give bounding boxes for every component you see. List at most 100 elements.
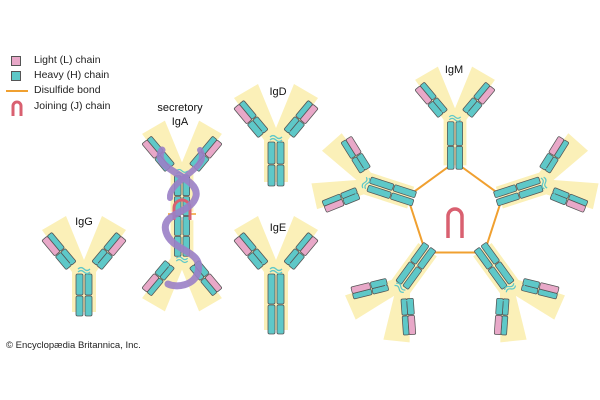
igm-monomer-1-left-light-vl [415, 85, 432, 105]
igd-right-light-vl [300, 104, 319, 124]
ige-left-light-vl [233, 236, 252, 256]
igm-monomer-4-fc-right-lower [410, 242, 429, 265]
igm-monomer-2-left-arm-group [539, 136, 569, 174]
iga-label-line1: secretory [157, 102, 203, 114]
igm-monomer-2-hinge-1 [540, 177, 545, 190]
igd-fc-left-lower [267, 164, 276, 187]
igg-fc-right-lower [84, 295, 93, 317]
igm-monomer-4-hinge-2 [394, 284, 404, 293]
igg-right-light-vl [108, 236, 127, 256]
igg-left-fab-arm [41, 232, 76, 270]
igg-left-arm-group [41, 232, 76, 270]
iga-label-line2: IgA [171, 116, 189, 128]
igm-monomer-2-right-light-cl [549, 192, 568, 205]
ige-right-light-cl [288, 252, 305, 270]
igm-monomer-2-hinge-2 [543, 176, 548, 189]
igm-monomer-1-hinge-2 [448, 114, 462, 119]
igm-monomer-4-left-light-cl [406, 297, 415, 316]
igm-monomer-1 [415, 66, 495, 170]
iga-top-right-light-vl [205, 139, 222, 159]
ige-right-light-vl [300, 236, 319, 256]
ige-left-lh-link [259, 261, 265, 267]
igd-hinge-2 [269, 134, 283, 140]
igm-monomer-5-left-fab-arm [322, 187, 361, 213]
igg-shadow [42, 216, 126, 312]
igg-right-lh-link [95, 261, 101, 267]
igm-monomer-1-left-light-cl [427, 101, 443, 118]
igm-monomer-5-right-lh-link [361, 166, 367, 171]
igm-monomer-3-right-arm-group [493, 297, 510, 336]
igm-monomer-3-shadow [473, 242, 565, 343]
igm-monomer-5 [311, 133, 417, 213]
ige-fc-left-lower [267, 304, 276, 335]
igd-shadow [234, 84, 318, 182]
ige-fc-right-lower [276, 304, 285, 335]
igm-monomer-3-hinge-2 [505, 285, 517, 293]
igm-monomer-2-right-lh-link [552, 190, 556, 197]
igd-right-light-cl [288, 120, 305, 138]
igm-monomer-3-right-light-cl [495, 297, 504, 316]
ige-shadow [234, 216, 318, 330]
igm-monomer-3-left-light-vl [539, 282, 560, 294]
ige [233, 216, 319, 335]
igm-monomer-4-fc-right-upper [395, 261, 415, 285]
igm-monomer-2-right-fab-arm [549, 187, 588, 213]
igd-left-arm-group [233, 100, 268, 138]
igm-monomer-5-hinge-2 [361, 176, 368, 189]
igm-monomer-3-right-light-vl [493, 315, 503, 336]
igm-monomer-2-right-light-vl [565, 199, 586, 213]
igg-left-light-vl [41, 236, 60, 256]
igm-monomer-1-fc-left-lower [447, 146, 455, 170]
igm-monomer-4-fc-left-upper [402, 266, 422, 290]
iga-bottom [142, 216, 222, 312]
igd-fc-right-lower [276, 164, 285, 187]
igm-monomer-2-left-light-cl [539, 153, 554, 171]
igd-left-lh-link [259, 129, 265, 135]
igd-label: IgD [269, 86, 287, 98]
igm-monomer-1-left-lh-link [439, 109, 445, 115]
igm-monomer-3-hinge-1 [503, 283, 515, 291]
iga-bottom-right-light-cl [154, 260, 170, 277]
igg-left-light-cl [55, 252, 72, 270]
igm-monomer-2-fc-left-upper [515, 176, 541, 191]
igm-monomer-5-right-light-cl [356, 153, 371, 171]
igm-monomer-1-hinge-1 [448, 117, 462, 122]
igg-fc-left-upper [75, 273, 84, 296]
igg-right-light-cl [96, 252, 113, 270]
igm-monomer-1-right-arm-group [462, 82, 495, 118]
igm-monomer-1-left-arm-group [415, 82, 448, 118]
igm-monomer-5-left-light-cl [342, 192, 361, 205]
igg-fc-right-upper [84, 273, 93, 296]
igd-right-lh-link [287, 129, 293, 135]
igm-monomer-2-left-light-vl [548, 136, 565, 156]
iga-bottom-hinge-2 [175, 259, 189, 264]
legend-disulfide-label: Disulfide bond [34, 84, 101, 96]
igm-monomer-5-fc-left-upper [366, 184, 392, 199]
igm-monomer-3-fc-left-upper [495, 261, 515, 285]
igm-monomer-4-left-arm-group [400, 297, 417, 336]
iga-secretory-component-2 [167, 147, 205, 201]
igm-monomer-4-right-light-vl [350, 282, 371, 294]
ige-hinge-1 [269, 269, 283, 275]
igm-monomer-1-fc-right-upper [455, 121, 463, 146]
iga-bottom-right-fab-arm [142, 260, 175, 296]
iga-bottom-right-light-vl [142, 273, 159, 293]
ige-left-fab-arm [233, 232, 268, 270]
igm-monomer-3-fc-left-lower [481, 242, 500, 265]
igd-right-arm-group [284, 100, 319, 138]
igm-monomer-1-left-fab-arm [415, 82, 448, 118]
iga-bottom-shadow [142, 220, 222, 312]
igd-right-fab-arm [284, 100, 319, 138]
igm-monomer-3-right-fab-arm [493, 297, 510, 336]
igm-monomer-3-fc-right-lower [474, 247, 493, 270]
igm-monomer-5-left-arm-group [322, 187, 361, 213]
iga-bottom-hinge-1 [175, 256, 189, 261]
igm-monomer-5-right-fab-arm [341, 136, 371, 174]
igm-joining-chain [446, 207, 464, 238]
igm-monomer-3-left-fab-arm [521, 278, 560, 300]
heavy-chain-swatch [11, 71, 21, 81]
ige-label: IgE [269, 222, 287, 234]
igm-monomer-2-left-fab-arm [539, 136, 569, 174]
igm-monomer-4-shadow [345, 242, 437, 343]
